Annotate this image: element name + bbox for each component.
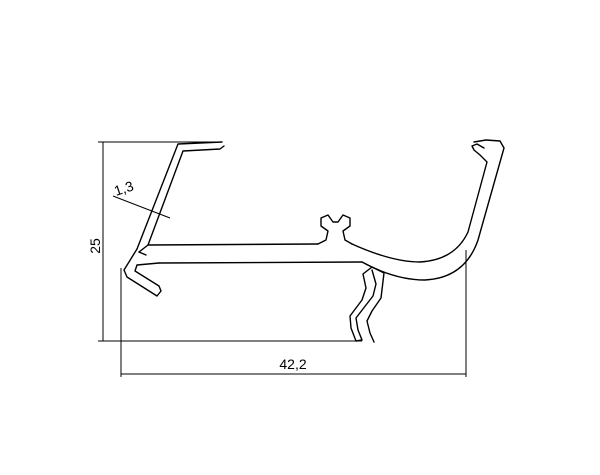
- lower-leg: [349, 266, 385, 343]
- curved-wing-inner: [351, 143, 488, 263]
- height-label: 25: [87, 238, 103, 254]
- profile-section: [123, 139, 505, 343]
- snap-channel: [317, 214, 353, 245]
- main-web: [138, 243, 363, 264]
- thickness-leader: [112, 195, 171, 219]
- width-dimension: 42,2: [120, 250, 467, 377]
- height-dimension: 25: [87, 141, 362, 342]
- thickness-label: 1,3: [112, 178, 136, 199]
- left-hook: [123, 248, 162, 297]
- width-label: 42,2: [279, 356, 306, 372]
- thickness-callout: 1,3: [112, 178, 171, 219]
- left-top-flange: [136, 141, 225, 253]
- curved-wing-outer: [361, 139, 505, 281]
